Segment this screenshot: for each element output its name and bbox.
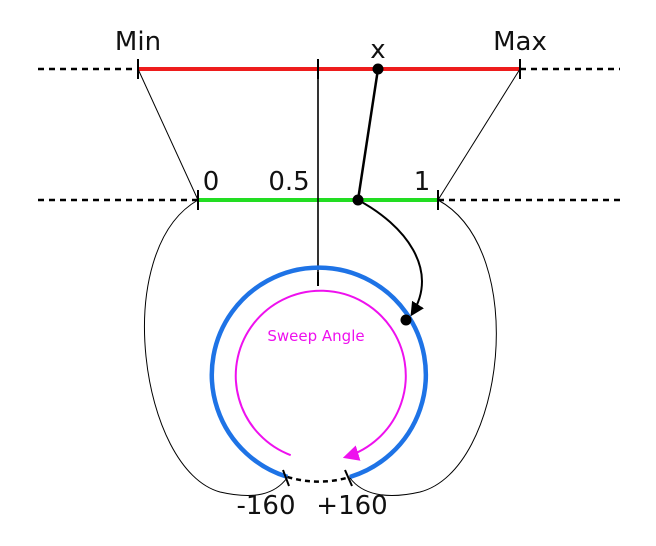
one-label: 1 (414, 167, 431, 197)
max-to-one-line (437, 68, 521, 201)
zero-to-neg160-curve (144, 199, 288, 496)
one-to-pos160-curve (349, 199, 497, 496)
x-point (372, 63, 384, 75)
sweep-angle-arrow (234, 289, 407, 461)
min-label: Min (115, 27, 161, 57)
half-label: 0.5 (268, 167, 309, 197)
sweep-angle-label: Sweep Angle (267, 327, 364, 345)
neg160-label: -160 (236, 491, 295, 521)
dial-arc (209, 265, 429, 480)
zero-label: 0 (203, 167, 220, 197)
x-label: x (370, 35, 385, 65)
pos160-label: +160 (316, 491, 387, 521)
max-label: Max (493, 27, 547, 57)
neg160-tick (282, 469, 290, 487)
x-to-normalized-line (356, 68, 380, 201)
normalized-point (352, 194, 364, 206)
pos160-tick (344, 469, 353, 487)
dial-dead-zone-dashed (287, 475, 351, 483)
normalized-to-dial-arrow (357, 199, 424, 317)
dial-point (400, 314, 412, 326)
min-to-zero-line (137, 68, 199, 201)
